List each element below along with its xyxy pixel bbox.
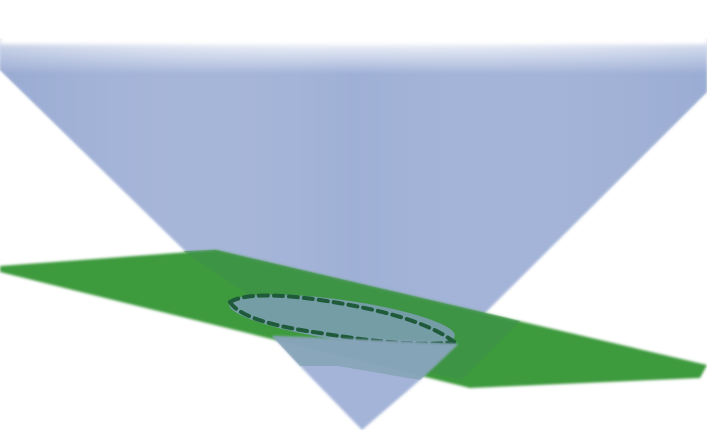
cone-lower-plane-overlap bbox=[272, 336, 458, 380]
cone-upper-shading bbox=[0, 38, 707, 336]
cone-top-fade bbox=[0, 0, 707, 44]
cone-lower bbox=[272, 336, 458, 430]
cone-upper bbox=[0, 0, 707, 336]
ellipse-fill bbox=[229, 294, 455, 346]
ellipse-curve-back bbox=[228, 293, 456, 344]
